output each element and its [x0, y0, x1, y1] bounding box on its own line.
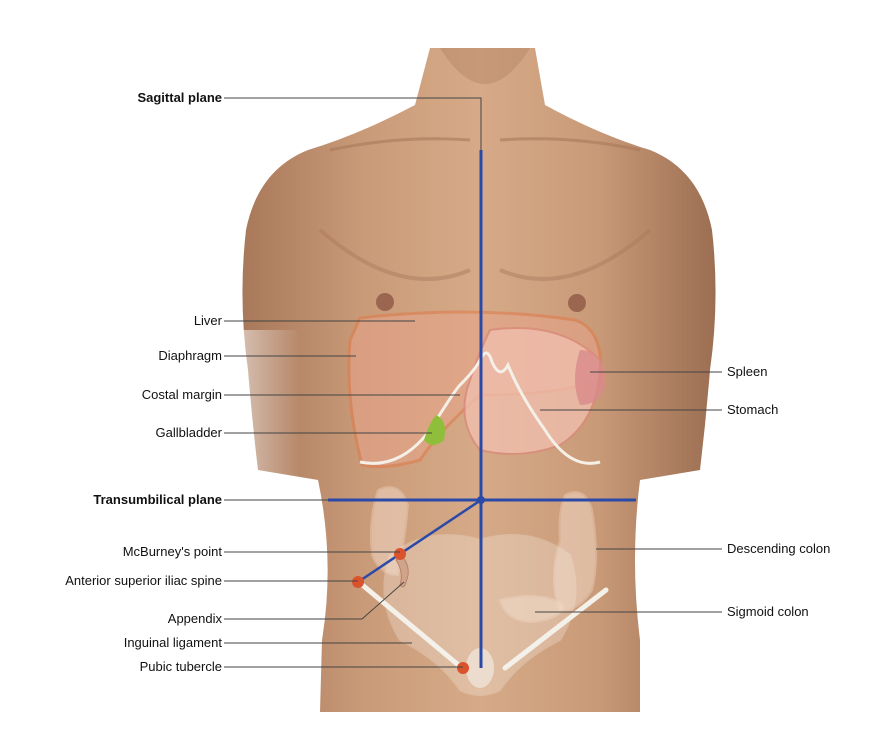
label-descending-colon: Descending colon — [727, 541, 831, 556]
inguinal-ligament-right — [502, 587, 609, 671]
spinoumbilical-line — [357, 498, 482, 584]
label-pubic-tubercle: Pubic tubercle — [139, 659, 222, 674]
label-gallbladder: Gallbladder — [155, 425, 223, 440]
label-liver: Liver — [193, 313, 222, 328]
sigmoid-colon-shape — [498, 595, 567, 624]
label-spleen: Spleen — [727, 364, 768, 379]
label-inguinal-ligament: Inguinal ligament — [123, 635, 222, 650]
label-stomach: Stomach — [727, 402, 779, 417]
label-appendix: Appendix — [167, 611, 222, 626]
mcburneys-point-dot — [394, 548, 406, 560]
gallbladder-shape — [424, 415, 445, 445]
label-costal-margin: Costal margin — [141, 387, 222, 402]
appendix-shape — [395, 555, 409, 588]
leader-lines-right — [535, 371, 722, 613]
pubic-tubercle-dot — [457, 662, 469, 674]
label-transumbilical-plane: Transumbilical plane — [93, 492, 222, 507]
label-diaphragm: Diaphragm — [158, 348, 222, 363]
label-sagittal-plane: Sagittal plane — [137, 90, 222, 105]
umbilicus-dot — [477, 496, 485, 504]
leader-lines-left — [224, 97, 482, 668]
label-mcburneys-point: McBurney's point — [122, 544, 222, 559]
spleen-shape — [575, 350, 606, 405]
label-anterior-superior-iliac-spine: Anterior superior iliac spine — [65, 573, 222, 588]
stomach-shape — [463, 327, 602, 455]
label-sigmoid-colon: Sigmoid colon — [727, 604, 809, 619]
descending-colon-shape — [553, 491, 597, 614]
asis-dot — [352, 576, 364, 588]
inguinal-ligament-left — [357, 580, 465, 671]
